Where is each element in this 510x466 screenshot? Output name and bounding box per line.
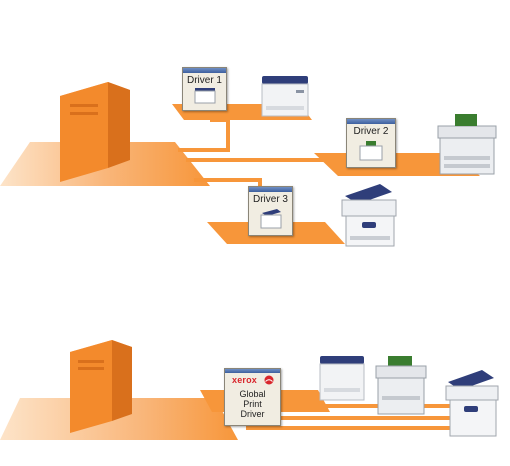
driver-dialog-2: Driver 2 xyxy=(346,118,396,168)
global-label: Global xyxy=(239,389,266,399)
dialog-titlebar xyxy=(183,68,226,73)
print-label: Print xyxy=(243,399,262,409)
printer-thumbnail-icon xyxy=(359,141,383,161)
multifunction-printer-icon xyxy=(445,370,499,437)
global-print-driver-dialog: xerox Global Print Driver xyxy=(224,368,281,426)
laser-printer-icon xyxy=(319,356,365,401)
dialog-titlebar xyxy=(225,369,280,373)
xerox-sphere-icon xyxy=(264,375,274,385)
driver-dialog-3: Driver 3 xyxy=(248,186,293,236)
printer-thumbnail-icon xyxy=(194,88,215,104)
driver-label: Driver 3 xyxy=(252,194,288,205)
driver-dialog-1: Driver 1 xyxy=(182,67,227,111)
laser-printer-icon xyxy=(261,76,309,117)
color-printer-icon xyxy=(375,356,427,415)
server-floor-bottom xyxy=(0,398,238,440)
server-tower-icon xyxy=(60,82,130,182)
printer-thumbnail-icon xyxy=(260,209,281,229)
dialog-titlebar xyxy=(249,187,292,192)
xerox-wordmark: xerox xyxy=(232,375,258,385)
multifunction-printer-icon xyxy=(341,184,397,247)
color-printer-icon xyxy=(437,114,497,175)
driver-label: Driver xyxy=(240,409,265,419)
dialog-titlebar xyxy=(347,119,395,124)
server-tower-icon xyxy=(70,340,132,433)
driver-label: Driver 1 xyxy=(186,75,222,86)
driver-label: Driver 2 xyxy=(353,126,389,137)
